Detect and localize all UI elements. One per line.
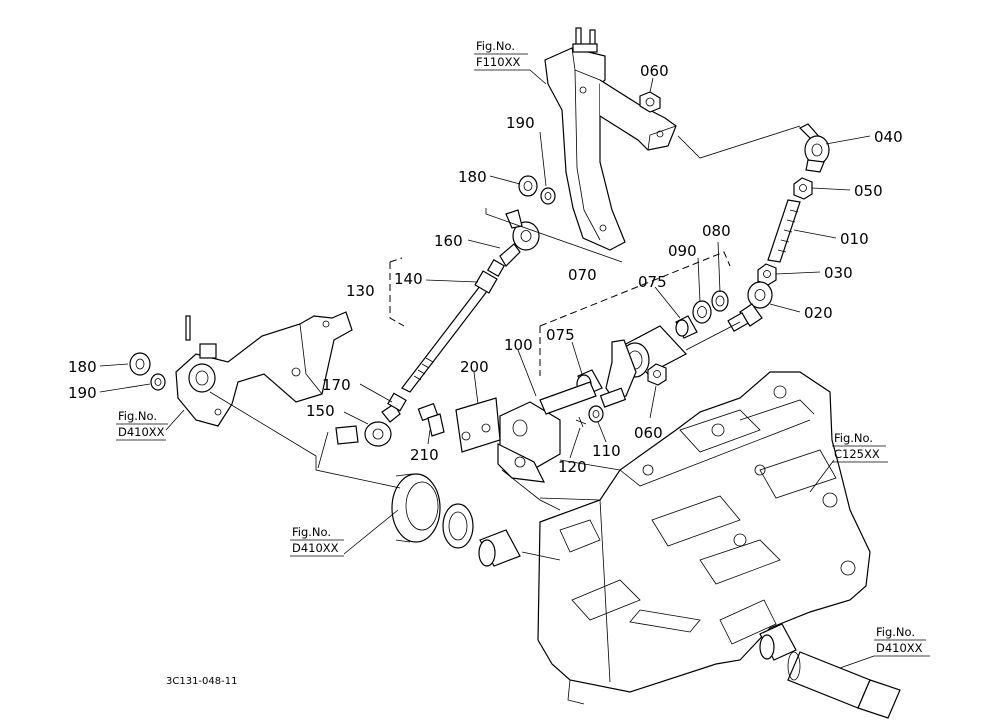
ball-joint-040 (798, 123, 830, 173)
oil-seal (442, 503, 474, 549)
callout-170: 170 (322, 376, 351, 394)
nut-180-upper (518, 175, 538, 197)
left-bracket (175, 311, 353, 427)
fig-ref-d410xx-left-code: D410XX (118, 425, 165, 439)
callout-120: 120 (558, 458, 587, 476)
fig-ref-c125xx: Fig.No. C125XX (832, 431, 888, 463)
fig-ref-d410xx-right: Fig.No. D410XX (874, 625, 930, 657)
seal-ring (391, 473, 441, 543)
group-outline-130 (389, 257, 405, 327)
nut-140 (474, 270, 498, 294)
rod-assembly-130 (401, 285, 489, 393)
callout-060-top: 060 (640, 62, 669, 80)
nut-180-left (129, 352, 151, 376)
rod-010 (767, 199, 801, 263)
washer-110 (588, 405, 604, 423)
callout-200: 200 (460, 358, 489, 376)
washer-080 (711, 290, 729, 312)
nut-030 (757, 263, 777, 286)
ball-joint-020 (727, 281, 773, 333)
callout-180-left: 180 (68, 358, 97, 376)
washer-190-upper (540, 187, 556, 205)
callout-075-left: 075 (546, 326, 575, 344)
bushing-d410 (478, 529, 521, 567)
callout-090: 090 (668, 242, 697, 260)
washer-090 (692, 300, 712, 324)
callout-210: 210 (410, 446, 439, 464)
callout-180-upper: 180 (458, 168, 487, 186)
callout-110: 110 (592, 442, 621, 460)
callout-040: 040 (874, 128, 903, 146)
fig-ref-d410xx-mid-label: Fig.No. (292, 525, 331, 539)
fig-ref-f110xx-label: Fig.No. (476, 39, 515, 53)
callout-020: 020 (804, 304, 833, 322)
nut-060-mid (647, 363, 667, 386)
callout-080: 080 (702, 222, 731, 240)
fig-ref-d410xx-right-code: D410XX (876, 641, 923, 655)
callout-030: 030 (824, 264, 853, 282)
fig-ref-f110xx-code: F110XX (476, 55, 520, 69)
fig-ref-d410xx-right-label: Fig.No. (876, 625, 915, 639)
fig-ref-d410xx-left: Fig.No. D410XX (116, 409, 168, 441)
callout-050: 050 (854, 182, 883, 200)
group-outline-070 (539, 251, 731, 376)
nut-050 (793, 177, 813, 200)
callout-190-left: 190 (68, 384, 97, 402)
pin-120 (575, 416, 587, 428)
fig-ref-f110xx: Fig.No. F110XX (474, 39, 530, 71)
plate-200 (455, 397, 501, 453)
nut-170 (387, 392, 407, 412)
callout-160: 160 (434, 232, 463, 250)
bushing-075-right (675, 315, 698, 339)
callout-labels: 040 050 010 030 020 060 060 070 075 075 … (68, 62, 903, 476)
washer-190-left (150, 373, 166, 391)
callout-190-upper: 190 (506, 114, 535, 132)
callout-140: 140 (394, 270, 423, 288)
fig-ref-c125xx-code: C125XX (834, 447, 880, 461)
ball-joint-150 (335, 403, 401, 447)
callout-150: 150 (306, 402, 335, 420)
lower-bracket-100 (497, 381, 597, 483)
drawing-code: 3C131-048-11 (166, 676, 237, 687)
callout-130: 130 (346, 282, 375, 300)
callout-010: 010 (840, 230, 869, 248)
bolt-210 (417, 402, 445, 437)
housing (537, 371, 871, 705)
callout-100: 100 (504, 336, 533, 354)
fig-ref-c125xx-label: Fig.No. (834, 431, 873, 445)
ball-joint-160 (486, 209, 540, 278)
fig-ref-d410xx-mid: Fig.No. D410XX (290, 525, 344, 557)
shaft-d410-right (759, 623, 901, 719)
shaft-arm-070 (599, 325, 687, 408)
callout-070: 070 (568, 266, 597, 284)
callout-075-right: 075 (638, 273, 667, 291)
callout-060-mid: 060 (634, 424, 663, 442)
leader-lines (99, 69, 875, 669)
fig-ref-d410xx-mid-code: D410XX (292, 541, 339, 555)
fig-ref-d410xx-left-label: Fig.No. (118, 409, 157, 423)
